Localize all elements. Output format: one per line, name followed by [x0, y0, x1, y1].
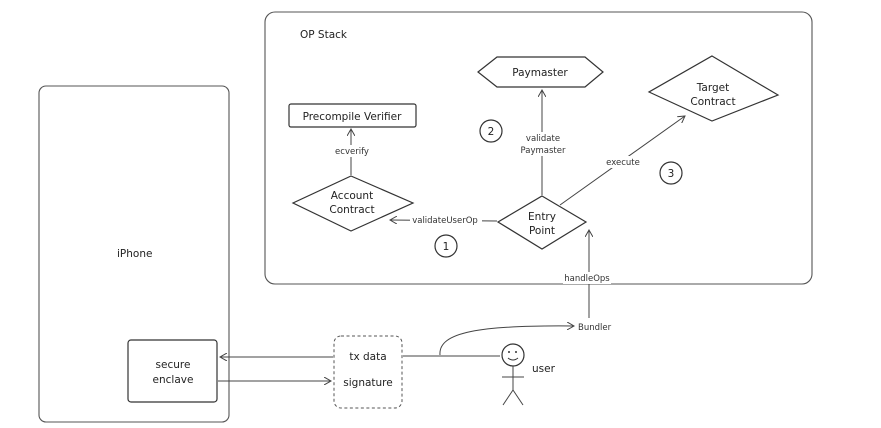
paymaster-node	[477, 56, 604, 88]
step-1-circle	[434, 234, 458, 258]
secure-enclave-label-line2: enclave	[153, 374, 194, 386]
execute-label: execute	[606, 158, 640, 168]
bundler-label: Bundler	[578, 323, 612, 333]
iphone-label: iPhone	[117, 248, 152, 260]
account-contract-label-line2: Contract	[329, 204, 374, 216]
step-3-label: 3	[668, 168, 675, 180]
op-stack-label: OP Stack	[300, 29, 348, 41]
precompile-verifier-label: Precompile Verifier	[303, 111, 403, 123]
account-contract-label-line1: Account	[331, 190, 373, 202]
step-3-circle	[659, 161, 683, 185]
step-2-circle	[479, 119, 503, 143]
validate-paymaster-label-line2: Paymaster	[521, 146, 566, 156]
signature-label: signature	[343, 377, 392, 389]
user-figure	[501, 343, 525, 406]
op-stack-frame	[264, 11, 813, 285]
entry-point-label-line2: Point	[529, 225, 555, 237]
handle-ops-label: handleOps	[564, 274, 610, 284]
target-contract-label-line2: Contract	[690, 96, 735, 108]
secure-enclave-label-line1: secure	[156, 359, 191, 371]
tx-data-box	[333, 335, 403, 409]
iphone-frame	[38, 85, 230, 423]
tx-data-label: tx data	[349, 351, 386, 363]
entry-point-node	[496, 195, 588, 250]
ecverify-label: ecverify	[335, 147, 369, 157]
entry-point-label-line1: Entry	[528, 211, 556, 223]
step-1-label: 1	[443, 241, 450, 253]
user-label: user	[532, 363, 556, 375]
target-contract-node	[647, 55, 780, 122]
tx-to-bundler-arrow	[439, 326, 574, 356]
validate-paymaster-label-line1: validate	[526, 134, 560, 144]
secure-enclave-node	[127, 339, 218, 403]
account-contract-node	[291, 175, 415, 232]
target-contract-label-line1: Target	[696, 82, 729, 94]
paymaster-label: Paymaster	[512, 67, 568, 79]
step-2-label: 2	[488, 126, 495, 138]
precompile-verifier-node	[288, 103, 417, 128]
validate-user-op-label: validateUserOp	[412, 216, 478, 226]
